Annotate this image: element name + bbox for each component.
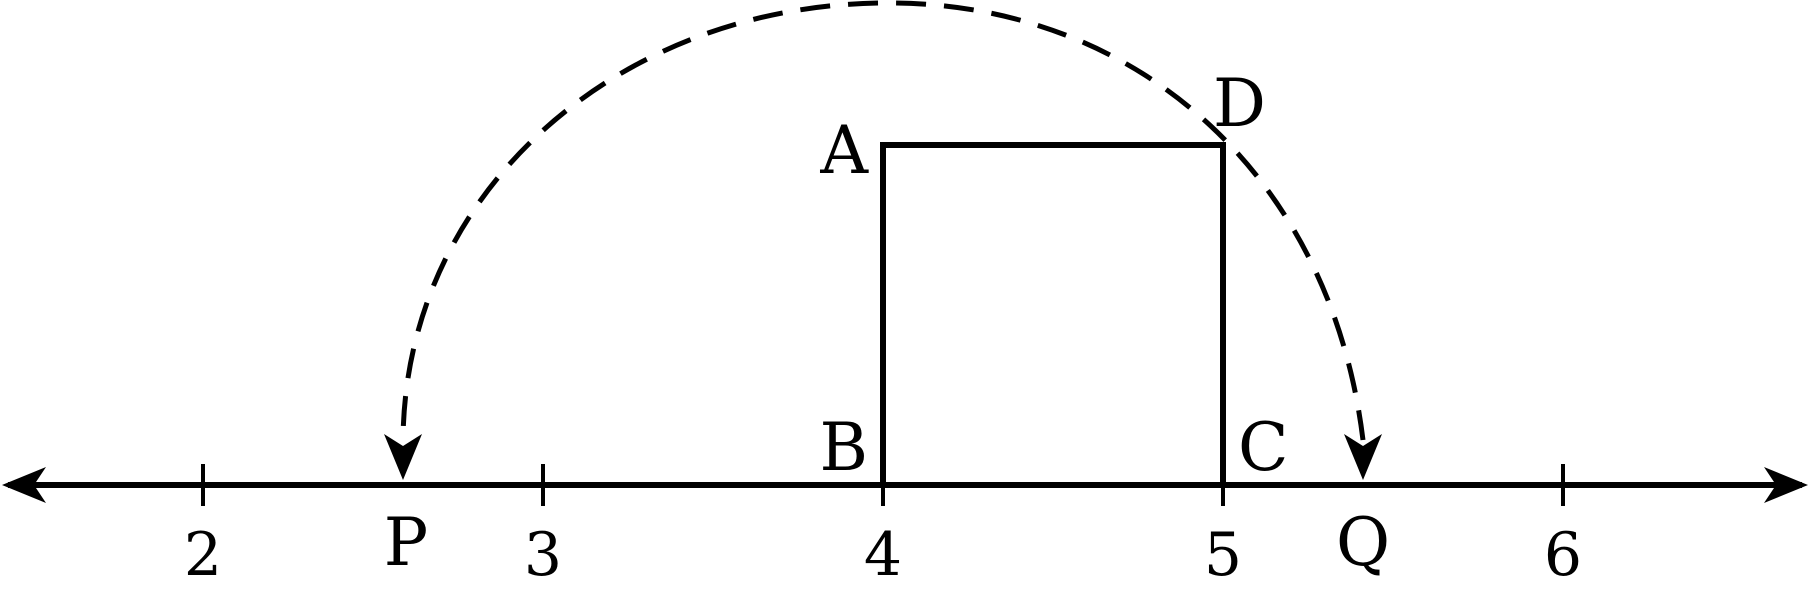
- tick-label-5: 5: [1204, 520, 1242, 590]
- vertex-label-c: C: [1238, 409, 1289, 486]
- axis-arrow-right: [1764, 467, 1808, 503]
- point-label-q: Q: [1336, 504, 1390, 581]
- tick-label-2: 2: [184, 520, 222, 590]
- axis-arrow-left: [2, 467, 46, 503]
- arc-arrowhead-p: [384, 434, 422, 480]
- tick-label-4: 4: [864, 520, 902, 590]
- arc-arrowhead-q: [1344, 434, 1382, 480]
- tick-label-6: 6: [1544, 520, 1582, 590]
- tick-label-3: 3: [524, 520, 562, 590]
- vertex-label-b: B: [819, 409, 868, 486]
- square-abcd: [880, 142, 1226, 485]
- point-label-p: P: [384, 504, 428, 581]
- dashed-arc: [400, 0, 1366, 441]
- vertex-label-d: D: [1213, 65, 1266, 142]
- vertex-label-a: A: [819, 112, 869, 189]
